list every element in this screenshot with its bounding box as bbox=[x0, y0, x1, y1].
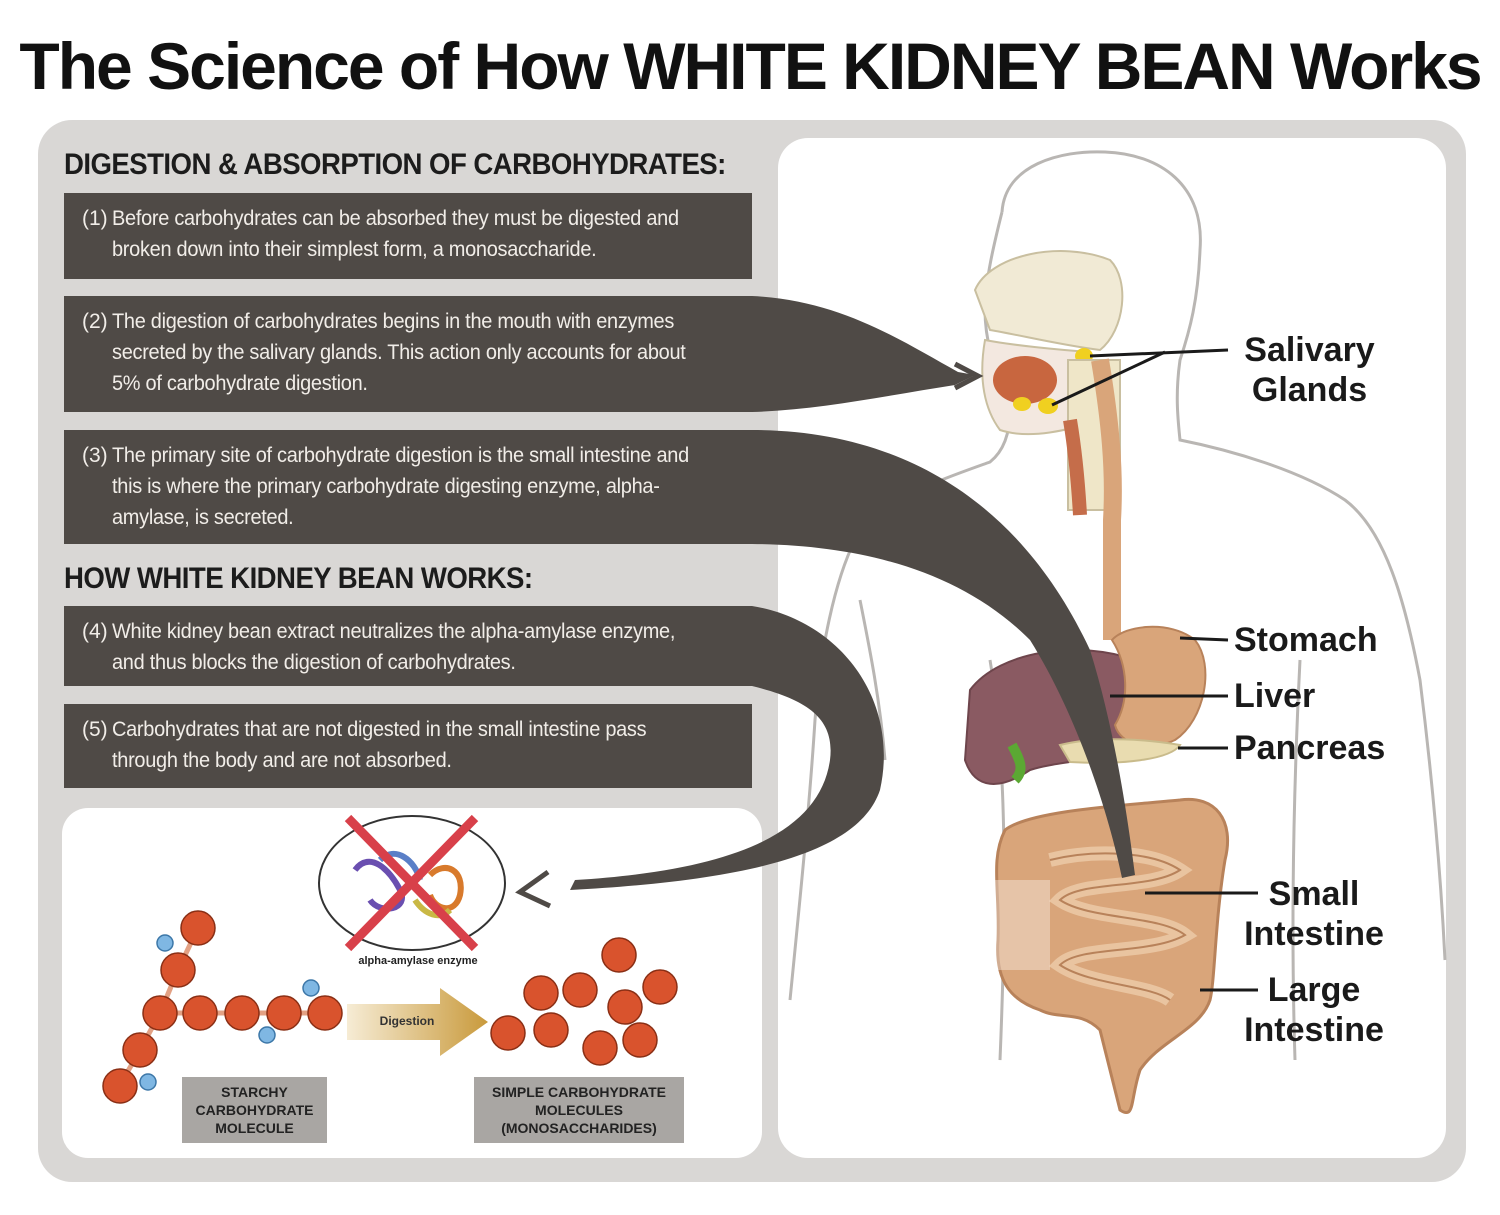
simple-molecules bbox=[490, 937, 678, 1066]
label-salivary-glands: Salivary Glands bbox=[1244, 331, 1375, 409]
starchy-molecule-label: STARCHY CARBOHYDRATE MOLECULE bbox=[182, 1077, 327, 1143]
enzyme-label: alpha-amylase enzyme bbox=[358, 955, 478, 967]
starchy-molecule bbox=[102, 910, 343, 1104]
step-text: White kidney bean extract neutralizes th… bbox=[112, 620, 676, 674]
pointer-shapes bbox=[570, 296, 1135, 890]
cross-mark bbox=[344, 814, 479, 952]
step-box-5: (5) Carbohydrates that are not digested … bbox=[64, 704, 752, 788]
digestion-arrow bbox=[347, 988, 488, 1056]
step-text: The primary site of carbohydrate digesti… bbox=[112, 444, 689, 529]
step-number: (3) bbox=[82, 444, 108, 467]
leader-lines bbox=[1051, 348, 1258, 992]
digestion-heading: DIGESTION & ABSORPTION OF CARBOHYDRATES: bbox=[64, 148, 726, 181]
step-box-2: (2) The digestion of carbohydrates begin… bbox=[64, 296, 752, 412]
step-text: Before carbohydrates can be absorbed the… bbox=[112, 207, 679, 261]
label-small-intestine: Small Intestine bbox=[1244, 875, 1384, 953]
intestines bbox=[990, 797, 1230, 1114]
label-large-intestine: Large Intestine bbox=[1244, 971, 1384, 1049]
label-pancreas: Pancreas bbox=[1234, 729, 1386, 767]
digestion-arrow-label: Digestion bbox=[379, 1014, 435, 1028]
step-number: (1) bbox=[82, 207, 108, 230]
page-title: The Science of How WHITE KIDNEY BEAN Wor… bbox=[19, 29, 1482, 103]
pointer-arrowheads bbox=[515, 361, 984, 909]
head-anatomy bbox=[973, 250, 1124, 640]
step-number: (2) bbox=[82, 310, 108, 333]
step-number: (4) bbox=[82, 620, 108, 643]
bean-heading: HOW WHITE KIDNEY BEAN WORKS: bbox=[64, 562, 533, 595]
step-box-3: (3) The primary site of carbohydrate dig… bbox=[64, 430, 752, 544]
step-number: (5) bbox=[82, 718, 108, 741]
label-stomach: Stomach bbox=[1234, 621, 1378, 659]
simple-molecule-label: SIMPLE CARBOHYDRATE MOLECULES (MONOSACCH… bbox=[474, 1077, 684, 1143]
step-box-1: (1) Before carbohydrates can be absorbed… bbox=[64, 193, 752, 279]
step-box-4: (4) White kidney bean extract neutralize… bbox=[64, 606, 752, 686]
step-text: Carbohydrates that are not digested in t… bbox=[112, 718, 647, 772]
step-text: The digestion of carbohydrates begins in… bbox=[112, 310, 686, 395]
label-liver: Liver bbox=[1234, 677, 1316, 715]
